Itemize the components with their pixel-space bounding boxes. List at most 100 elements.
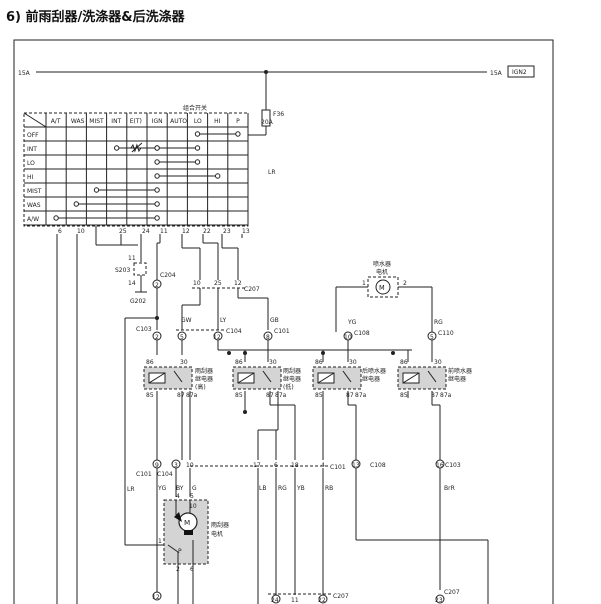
c101-bottom-right: C101: [330, 464, 346, 471]
relay-coil-slash: [402, 372, 420, 384]
bot-pin-23-marker: [435, 594, 445, 604]
pin-b18: 18: [291, 462, 299, 469]
switch-column-label: E(T): [130, 118, 142, 125]
pump-pin-right: 2: [403, 280, 407, 287]
switch-contact-dot: [235, 131, 241, 137]
junction-2: [243, 351, 247, 355]
relay-coil-slash: [148, 372, 166, 384]
wire-label-lb: LB: [259, 485, 266, 492]
s203-top-pin: 11: [128, 255, 136, 262]
s203-box: [133, 262, 147, 276]
c207-pin-12: 12: [234, 280, 242, 287]
switch-pin-label: 22: [203, 228, 211, 235]
relay-name-line3: (高): [195, 383, 206, 391]
switch-row-label: A/W: [27, 216, 39, 223]
relay-pin-30: 30: [349, 359, 357, 366]
motor-pin-4: 4: [176, 493, 180, 500]
ign-label-box: [507, 65, 535, 78]
switch-column-label: LO: [194, 118, 202, 125]
wire-label-g: G: [192, 485, 197, 492]
motor-pin-10: 10: [189, 503, 197, 510]
relay-name-line2: 继电器: [195, 375, 213, 383]
relay-pin-85: 85: [146, 392, 154, 399]
wiper-motor-glyph: M: [184, 518, 190, 527]
pump-pin-left: 1: [362, 280, 366, 287]
relay-name-line1: 后喷水器: [362, 367, 386, 375]
pin-b10: 10: [186, 462, 194, 469]
switch-contact-dot: [194, 145, 201, 151]
fuse-wire-label: LR: [268, 169, 276, 176]
switch-column-label: IGN: [152, 118, 163, 125]
relay-name-line2: 继电器: [283, 375, 301, 383]
bot-pin-23: 23: [435, 597, 443, 604]
diagram-frame: [13, 39, 554, 604]
relay-pin-87: 87: [346, 392, 354, 399]
relay-coil-slash: [237, 372, 255, 384]
switch-row-label: LO: [27, 160, 35, 167]
wire-label-gw: GW: [181, 317, 192, 324]
switch-pin-label: 13: [242, 228, 250, 235]
switch-row-label: OFF: [27, 132, 39, 139]
pin-b4: 4: [321, 462, 325, 469]
wire-label-rg-pump: RG: [434, 319, 443, 326]
relay-pin-86: 86: [146, 359, 154, 366]
pin-b13: 13: [352, 462, 360, 469]
relay-pin-87a: 87a: [275, 392, 287, 399]
pin-c104-12: 12: [213, 334, 221, 341]
wire-label-ly: LY: [220, 317, 227, 324]
wire-label-yb: YB: [296, 485, 305, 492]
c204-pin: 2: [155, 282, 159, 289]
pin-c103-2: 2: [155, 334, 159, 341]
bot-c207b: C207: [444, 589, 460, 596]
switch-column-label: MIST: [89, 118, 104, 125]
combo-switch-title: 组合开关: [183, 104, 207, 112]
relay-pin-86: 86: [400, 359, 408, 366]
relay-pin-87a: 87a: [440, 392, 452, 399]
pin-b3: 3: [174, 462, 178, 469]
switch-contact-dot: [53, 215, 59, 221]
pump-name-line2: 电机: [376, 268, 388, 276]
switch-row-label: HI: [27, 174, 34, 181]
switch-contact-dot: [215, 173, 221, 179]
bot-c207: C207: [333, 593, 349, 600]
wire-label-yg-pump: YG: [347, 319, 357, 326]
switch-contact-dot: [194, 131, 201, 137]
c204-label: C204: [160, 272, 176, 279]
c104-bottom: C104: [157, 471, 173, 478]
switch-header-diagonal: [23, 112, 47, 128]
switch-pin-label: 25: [119, 228, 127, 235]
pump-name-line1: 喷水器: [373, 260, 391, 268]
c108-bottom: C108: [370, 462, 386, 469]
switch-column-label: P: [236, 118, 240, 125]
relay-contact: [427, 370, 437, 383]
motor-pin-5: 5: [190, 493, 194, 500]
relay-pin-85: 85: [315, 392, 323, 399]
bot-pin-24-marker: [271, 594, 281, 604]
c207-label: C207: [244, 286, 260, 293]
pin-c108-10: 10: [344, 334, 352, 341]
switch-column-label: HI: [214, 118, 221, 125]
relay-pin-87a: 87a: [355, 392, 367, 399]
switch-contact-dot: [73, 201, 80, 207]
relay-name-line2: 继电器: [362, 375, 380, 383]
switch-pin-label: 23: [223, 228, 231, 235]
c110-label: C110: [438, 330, 454, 337]
junction-5: [243, 410, 247, 414]
switch-column-label: AUTO: [170, 118, 187, 125]
relay-pin-30: 30: [434, 359, 442, 366]
switch-column-label: INT: [111, 118, 121, 125]
motor-pin-6: 6: [190, 566, 194, 573]
switch-column-label: WAS: [71, 118, 85, 125]
switch-pin-label: 24: [142, 228, 150, 235]
switch-contact-dot: [154, 215, 160, 221]
pin-b17: 17: [253, 462, 261, 469]
bot-pin-22: 22: [318, 597, 326, 604]
switch-column-label: A/T: [51, 118, 61, 125]
relay-pin-30: 30: [269, 359, 277, 366]
bot-pin-11: 11: [291, 597, 299, 604]
wire-label-by: BY: [176, 485, 184, 492]
power-left-label: 15A: [18, 70, 31, 77]
